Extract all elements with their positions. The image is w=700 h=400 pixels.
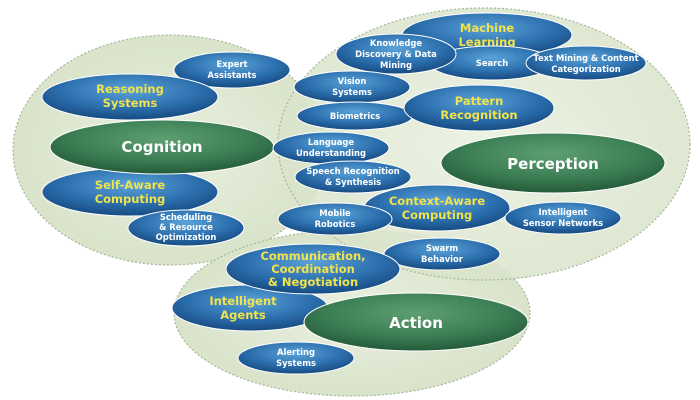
svg-text:Perception: Perception: [507, 155, 599, 173]
svg-text:Communication,Coordination& Ne: Communication,Coordination& Negotiation: [260, 249, 365, 289]
svg-text:Biometrics: Biometrics: [330, 111, 380, 121]
svg-text:Speech Recognition& Synthesis: Speech Recognition& Synthesis: [306, 166, 400, 187]
svg-text:Cognition: Cognition: [121, 138, 202, 156]
region-label-action: Action: [303, 292, 529, 352]
region-label-cognition: Cognition: [49, 119, 275, 175]
svg-text:Action: Action: [389, 314, 443, 332]
node-communication: Communication,Coordination& Negotiation: [225, 243, 401, 295]
svg-text:Search: Search: [476, 58, 508, 68]
node-speech-recognition: Speech Recognition& Synthesis: [294, 160, 412, 194]
region-label-perception: Perception: [440, 132, 666, 194]
node-biometrics: Biometrics: [296, 101, 414, 131]
